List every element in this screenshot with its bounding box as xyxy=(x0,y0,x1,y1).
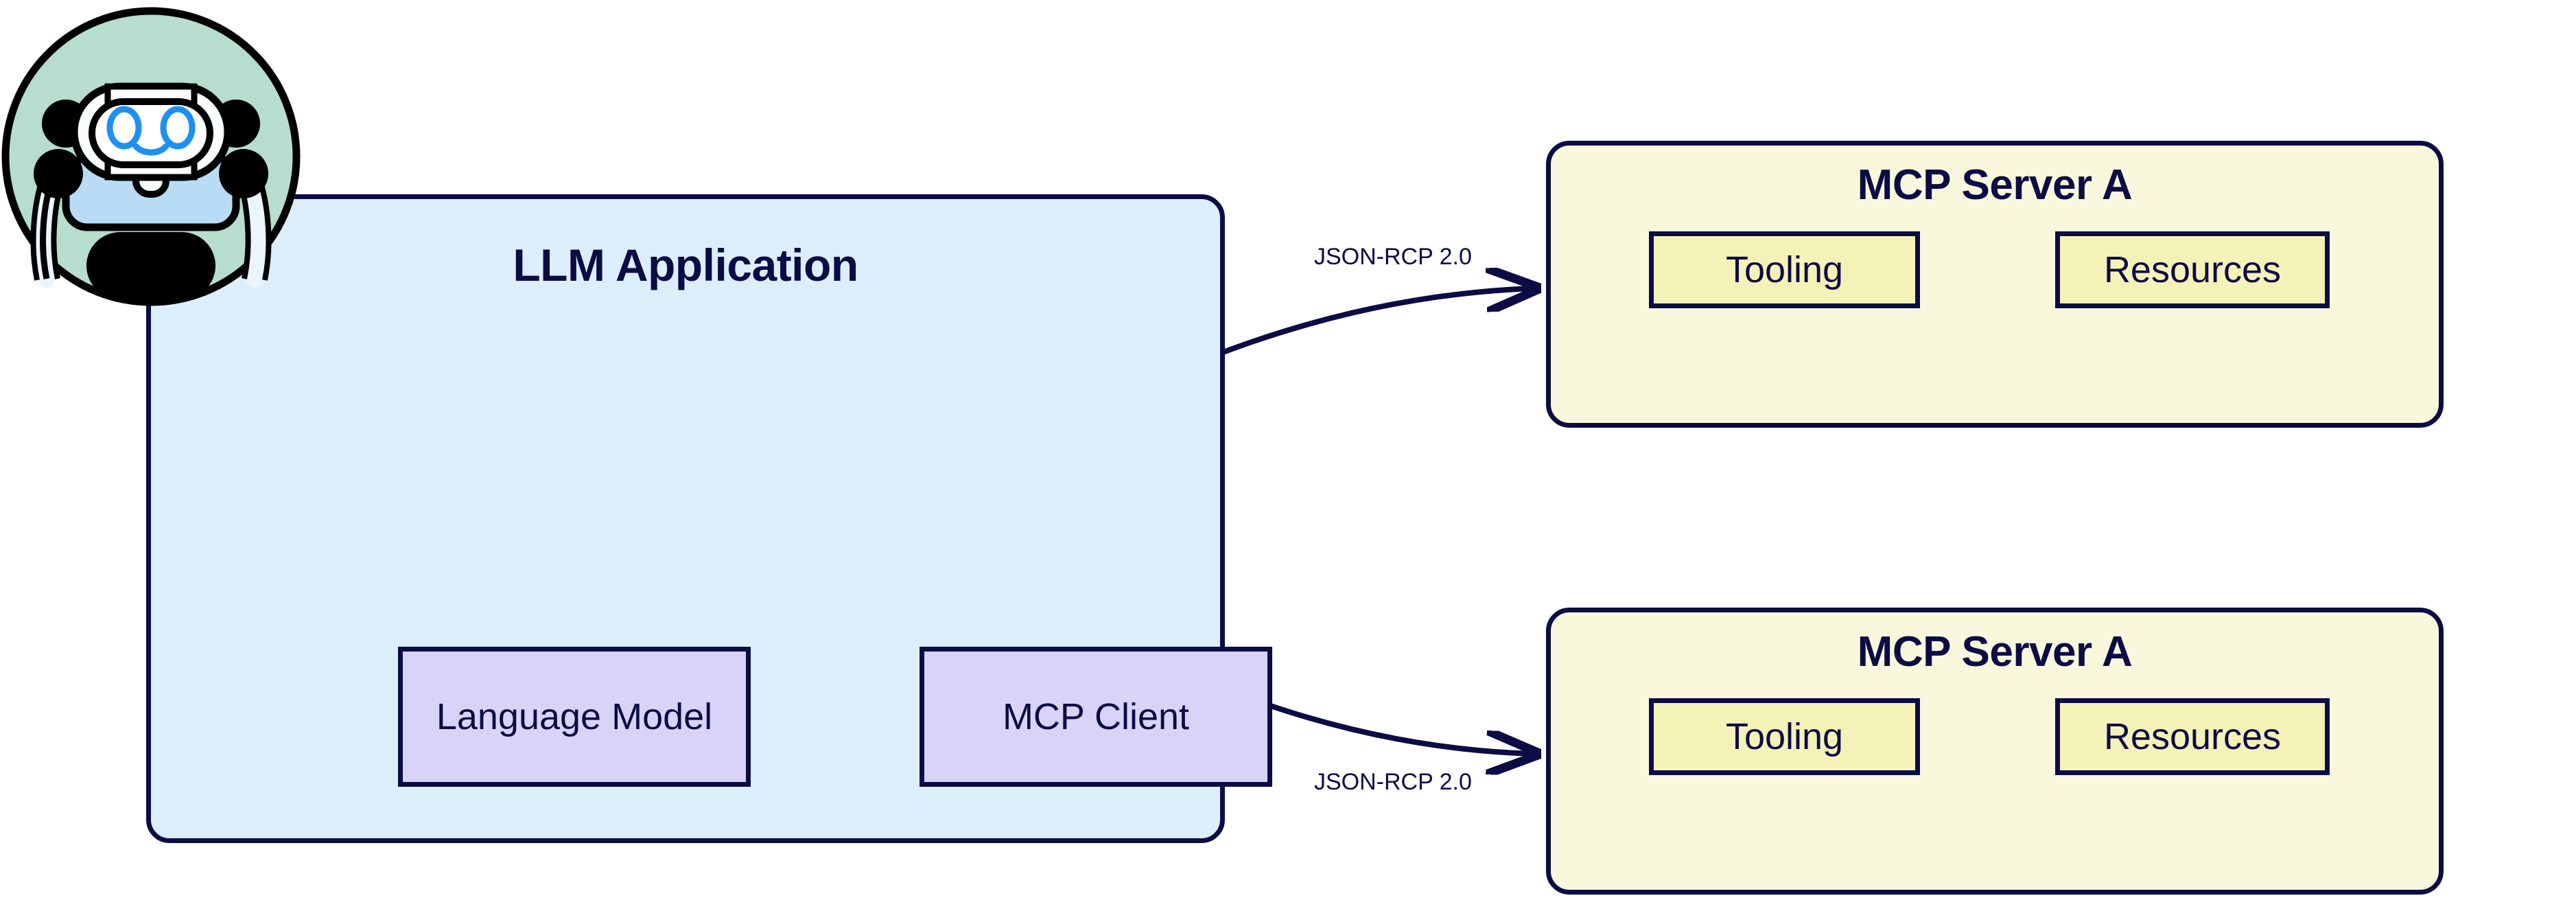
mcp-client-box[interactable]: MCP Client xyxy=(920,647,1272,787)
resources-label: Resources xyxy=(2103,249,2282,290)
mcp-server-a-top-resources-box[interactable]: Resources xyxy=(2055,231,2330,308)
tooling-label: Tooling xyxy=(1725,716,1844,757)
mcp-server-a-bottom-title: MCP Server A xyxy=(1857,628,2133,676)
llm-application-title: LLM Application xyxy=(513,240,858,290)
tooling-label: Tooling xyxy=(1725,249,1844,290)
robot-assistant-avatar-icon xyxy=(1,7,301,306)
resources-label: Resources xyxy=(2103,716,2282,757)
llm-application-container: LLM Application Language Model MCP Clien… xyxy=(146,194,1272,843)
mcp-server-a-bottom: MCP Server A Tooling Resources xyxy=(1546,608,2444,895)
mcp-server-a-top-title: MCP Server A xyxy=(1857,161,2133,209)
mcp-client-label: MCP Client xyxy=(1002,696,1190,737)
mcp-server-a-top-tooling-box[interactable]: Tooling xyxy=(1649,231,1920,308)
mcp-server-a-bottom-tooling-box[interactable]: Tooling xyxy=(1649,698,1920,775)
connector-label-bottom: JSON-RCP 2.0 xyxy=(1314,769,1472,795)
mcp-server-a-top: MCP Server A Tooling Resources xyxy=(1546,141,2444,428)
connector-label-top: JSON-RCP 2.0 xyxy=(1314,244,1472,270)
language-model-label: Language Model xyxy=(436,696,713,737)
language-model-box[interactable]: Language Model xyxy=(398,647,751,787)
mcp-server-a-bottom-resources-box[interactable]: Resources xyxy=(2055,698,2330,775)
